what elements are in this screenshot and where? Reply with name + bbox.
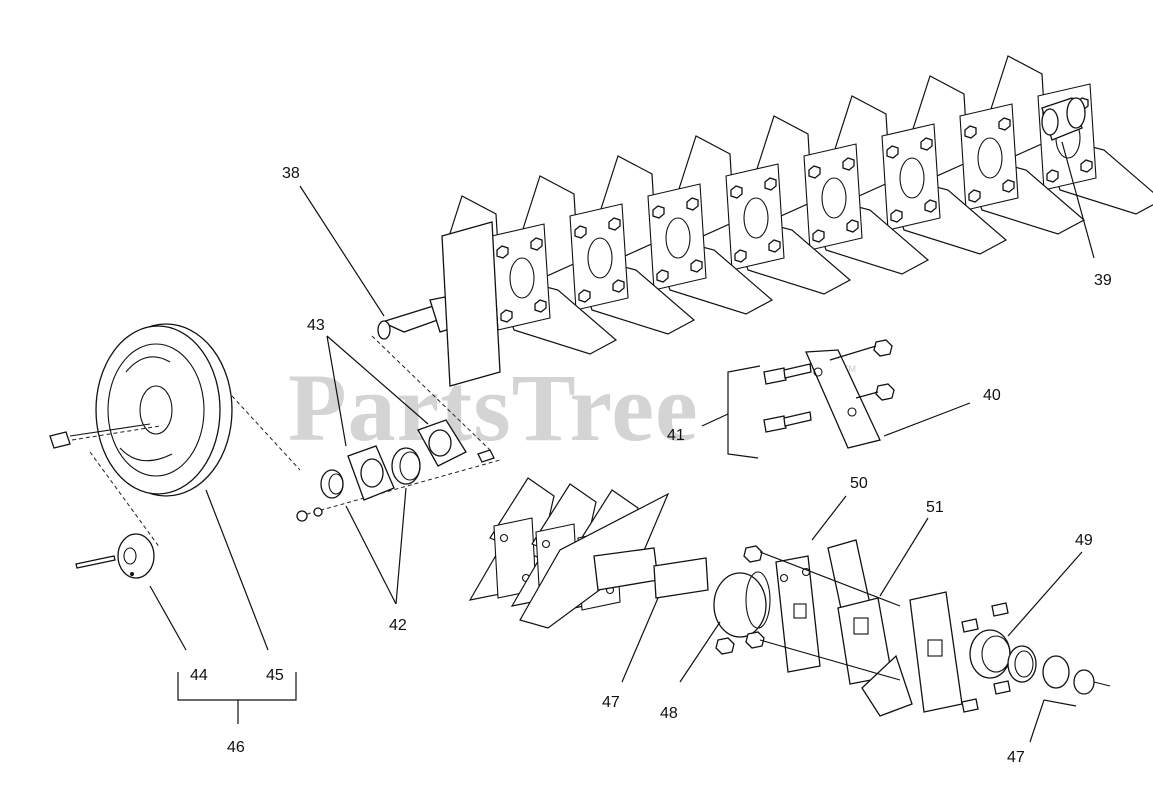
screw-44 — [49, 423, 151, 449]
bearing-49 — [969, 629, 1111, 695]
callout-44: 44 — [190, 667, 208, 684]
callout-46: 46 — [227, 739, 245, 756]
callout-43: 43 — [307, 317, 325, 334]
reel-blade-pair — [833, 95, 1008, 255]
bearing-group — [296, 335, 501, 522]
callout-41: 41 — [667, 427, 685, 444]
clamp-plate-40 — [805, 339, 895, 449]
plate-51 — [827, 539, 963, 717]
callout-45: 45 — [266, 667, 284, 684]
hardware-nuts-bolts — [715, 545, 1011, 713]
callout-47-shaft: 47 — [602, 694, 620, 711]
watermark-trademark: TM — [843, 364, 856, 374]
reel-assembly — [377, 55, 1153, 387]
callout-47-hardware: 47 — [1007, 749, 1025, 766]
lower-reel-section — [468, 477, 771, 638]
pulley-45 — [71, 323, 301, 549]
callout-42: 42 — [389, 617, 407, 634]
bolt-41 — [763, 363, 812, 433]
plate-50 — [775, 555, 821, 673]
callout-39: 39 — [1094, 272, 1112, 289]
callout-48: 48 — [660, 705, 678, 722]
callout-50: 50 — [850, 475, 868, 492]
bushing-39 — [1041, 97, 1086, 141]
callout-40: 40 — [983, 387, 1001, 404]
leader-lines — [149, 141, 1095, 743]
callout-49: 49 — [1075, 532, 1093, 549]
callout-labels: 38 39 40 41 42 43 44 45 46 47 47 48 49 5… — [190, 165, 1112, 766]
hub-44 — [75, 533, 155, 579]
callout-51: 51 — [926, 499, 944, 516]
callout-38: 38 — [282, 165, 300, 182]
